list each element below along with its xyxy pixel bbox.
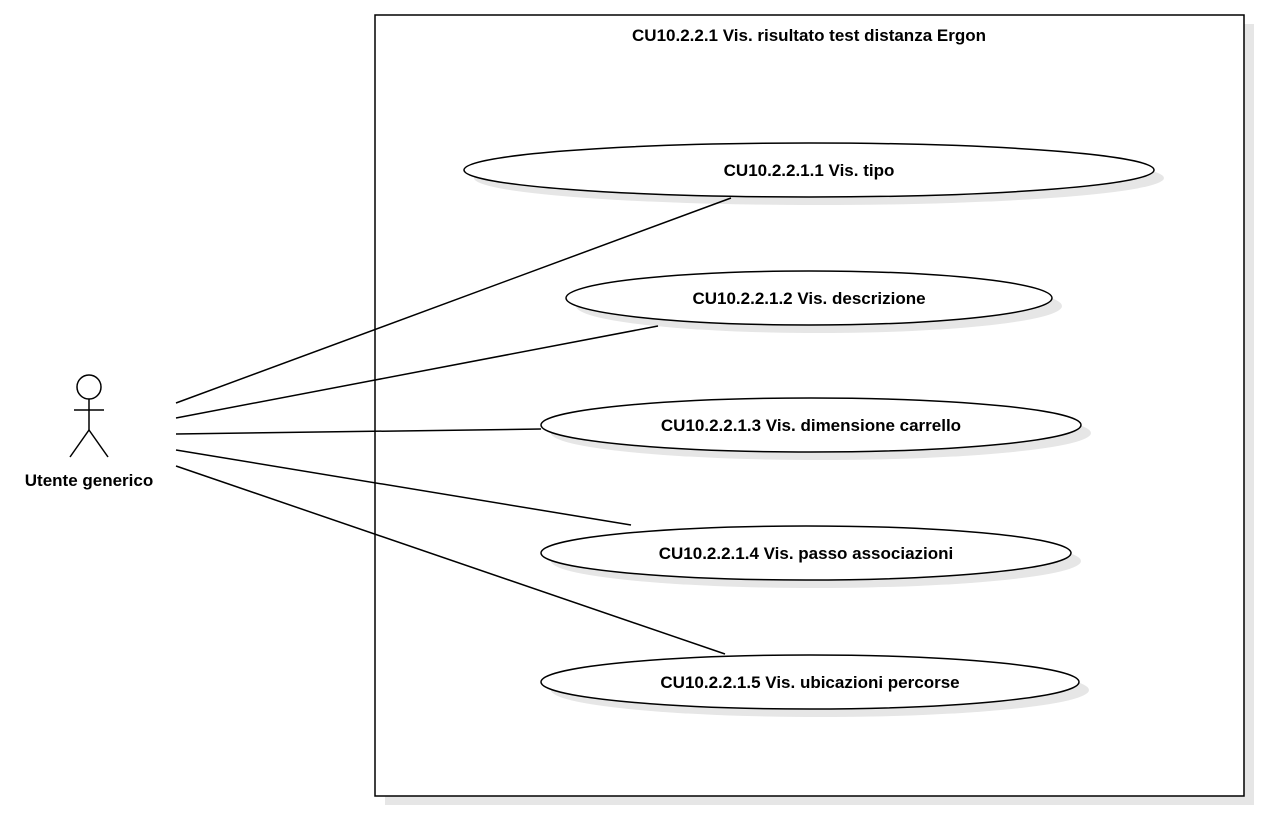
actor-name: Utente generico (25, 471, 153, 490)
actor[interactable] (69, 374, 109, 458)
association-5[interactable] (175, 465, 726, 655)
association-4[interactable] (175, 449, 632, 526)
use-case-1-ellipse (463, 142, 1155, 198)
use-case-5[interactable]: CU10.2.2.1.5 Vis. ubicazioni percorse (540, 654, 1089, 717)
use-case-4-label: CU10.2.2.1.4 Vis. passo associazioni (659, 544, 954, 563)
use-case-4[interactable]: CU10.2.2.1.4 Vis. passo associazioni (540, 525, 1081, 588)
use-case-1-label: CU10.2.2.1.1 Vis. tipo (724, 161, 895, 180)
associations (175, 197, 732, 655)
use-case-5-ellipse (540, 654, 1080, 710)
use-case-3-ellipse (540, 397, 1082, 453)
actor-head (76, 374, 102, 400)
system-title: CU10.2.2.1 Vis. risultato test distanza … (632, 26, 986, 45)
use-case-5-label: CU10.2.2.1.5 Vis. ubicazioni percorse (660, 673, 959, 692)
actor-leg-right (88, 429, 109, 458)
use-case-4-ellipse (540, 525, 1072, 581)
association-2[interactable] (175, 325, 659, 419)
association-3[interactable] (175, 428, 542, 435)
use-case-3[interactable]: CU10.2.2.1.3 Vis. dimensione carrello (540, 397, 1091, 460)
use-case-3-label: CU10.2.2.1.3 Vis. dimensione carrello (661, 416, 961, 435)
use-case-1[interactable]: CU10.2.2.1.1 Vis. tipo (463, 142, 1164, 205)
association-1[interactable] (175, 197, 732, 404)
use-case-2-label: CU10.2.2.1.2 Vis. descrizione (692, 289, 925, 308)
use-case-2[interactable]: CU10.2.2.1.2 Vis. descrizione (565, 270, 1062, 333)
use-case-2-ellipse (565, 270, 1053, 326)
actor-leg-left (69, 429, 90, 458)
